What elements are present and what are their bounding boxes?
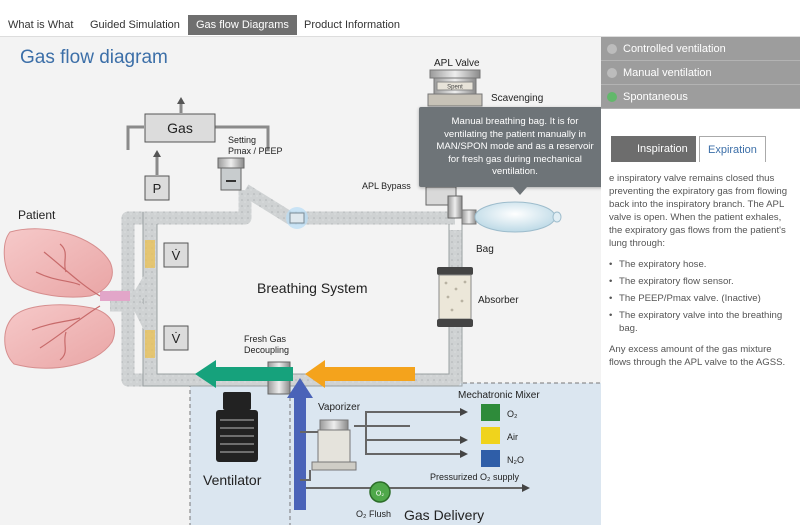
spent-label: Spent xyxy=(447,85,463,91)
patient-connector xyxy=(100,291,130,301)
breathing-system-label: Breathing System xyxy=(257,280,368,296)
gas-flow-diagram: Gas P V̇ V̇ Setting Pmax / PEEP APL Valv… xyxy=(3,58,601,525)
decoupling-label: Decoupling xyxy=(244,345,289,355)
mode-label: Manual ventilation xyxy=(623,67,712,79)
absorber-label: Absorber xyxy=(478,295,519,306)
phase-description: e inspiratory valve remains closed thus … xyxy=(609,172,795,369)
pmax-peep-label: Pmax / PEEP xyxy=(228,146,283,156)
fresh-gas-label: Fresh Gas xyxy=(244,334,287,344)
mode-label: Spontaneous xyxy=(623,91,688,103)
tab-guided-simulation[interactable]: Guided Simulation xyxy=(90,19,180,31)
mode-label: Controlled ventilation xyxy=(623,43,726,55)
o2-flush-badge-label: O₂ xyxy=(376,491,384,498)
o2-label: O₂ xyxy=(507,409,518,419)
mode-manual-ventilation[interactable]: Manual ventilation xyxy=(601,61,800,85)
gas-label: Gas xyxy=(167,120,193,136)
mode-spontaneous[interactable]: Spontaneous xyxy=(601,85,800,109)
phase-tab-previous[interactable] xyxy=(611,136,629,162)
air-label: Air xyxy=(507,432,518,442)
fresh-gas-flow-arrow-green xyxy=(195,360,293,388)
ventilator[interactable] xyxy=(216,392,258,462)
bag-label: Bag xyxy=(476,244,494,255)
patient-lungs[interactable] xyxy=(3,228,115,369)
breathing-bag[interactable] xyxy=(461,201,562,233)
o2-flush-button[interactable]: O₂ xyxy=(369,481,391,503)
tab-what-is-what[interactable]: What is What xyxy=(8,19,74,31)
mode-indicator-dot xyxy=(607,44,617,54)
description-item: The expiratory valve into the breathing … xyxy=(609,309,795,335)
patient-label: Patient xyxy=(18,208,56,222)
tab-gas-flow-diagrams[interactable]: Gas flow Diagrams xyxy=(188,15,297,35)
apl-bypass-label: APL Bypass xyxy=(362,181,411,191)
tooltip-line: Manual breathing bag. It is for xyxy=(451,116,579,127)
apl-valve[interactable]: Spent xyxy=(427,69,483,107)
gas-delivery-label: Gas Delivery xyxy=(404,507,484,523)
description-item: The expiratory flow sensor. xyxy=(609,275,795,288)
gas-box[interactable] xyxy=(144,113,216,143)
flow-sensor-insp-box[interactable] xyxy=(163,242,189,268)
peep-valve[interactable] xyxy=(217,157,245,191)
vaporizer[interactable] xyxy=(311,419,357,471)
mode-indicator-dot-active xyxy=(607,92,617,102)
fresh-gas-flow-arrow-orange xyxy=(305,360,415,388)
phase-tab-expiration[interactable]: Expiration xyxy=(699,136,766,162)
tab-product-information[interactable]: Product Information xyxy=(304,19,400,31)
description-item: The PEEP/Pmax valve. (Inactive) xyxy=(609,292,795,305)
o2-swatch xyxy=(481,404,500,421)
pressure-label: P xyxy=(153,181,162,196)
ventilator-label: Ventilator xyxy=(203,472,262,488)
apl-valve-label: APL Valve xyxy=(434,58,480,69)
o2-flush-label: O₂ Flush xyxy=(356,509,391,519)
mode-controlled-ventilation[interactable]: Controlled ventilation xyxy=(601,37,800,61)
pressurized-supply-label: Pressurized O₂ supply xyxy=(430,472,520,482)
flow-sensor-exp-box[interactable] xyxy=(163,325,189,351)
mechatronic-mixer-label: Mechatronic Mixer xyxy=(458,390,540,401)
description-outro: Any excess amount of the gas mixture flo… xyxy=(609,344,786,368)
setting-label: Setting xyxy=(228,135,256,145)
tooltip-line: ventilating the patient manually in xyxy=(444,128,586,140)
pressure-sensor-box[interactable] xyxy=(144,175,170,201)
description-list: The expiratory hose. The expiratory flow… xyxy=(609,258,795,335)
flow-sensor-exp-label: V̇ xyxy=(172,331,181,346)
n2o-label: N₂O xyxy=(507,455,524,465)
mode-indicator-dot xyxy=(607,68,617,78)
flow-sensor-insp-label: V̇ xyxy=(172,248,181,263)
absorber[interactable] xyxy=(437,267,473,327)
gas-delivery-flow-arrow-blue xyxy=(287,378,313,510)
vaporizer-label: Vaporizer xyxy=(318,402,361,413)
bag-tooltip: Manual breathing bag. It is for ventilat… xyxy=(419,107,611,195)
tooltip-line: ventilation. xyxy=(492,166,538,177)
tooltip-line: for fresh gas during mechanical xyxy=(448,153,582,165)
description-item: The expiratory hose. xyxy=(609,258,795,271)
n2o-swatch xyxy=(481,450,500,467)
scavenging-label: Scavenging xyxy=(491,93,543,104)
diagram-title: Gas flow diagram xyxy=(20,47,168,68)
description-intro: e inspiratory valve remains closed thus … xyxy=(609,173,788,249)
air-swatch xyxy=(481,427,500,444)
top-tab-bar: What is What Guided Simulation Gas flow … xyxy=(0,0,800,37)
tooltip-line: MAN/SPON mode and as a reservoir xyxy=(436,141,594,152)
phase-tab-inspiration[interactable]: Inspiration xyxy=(629,136,696,162)
